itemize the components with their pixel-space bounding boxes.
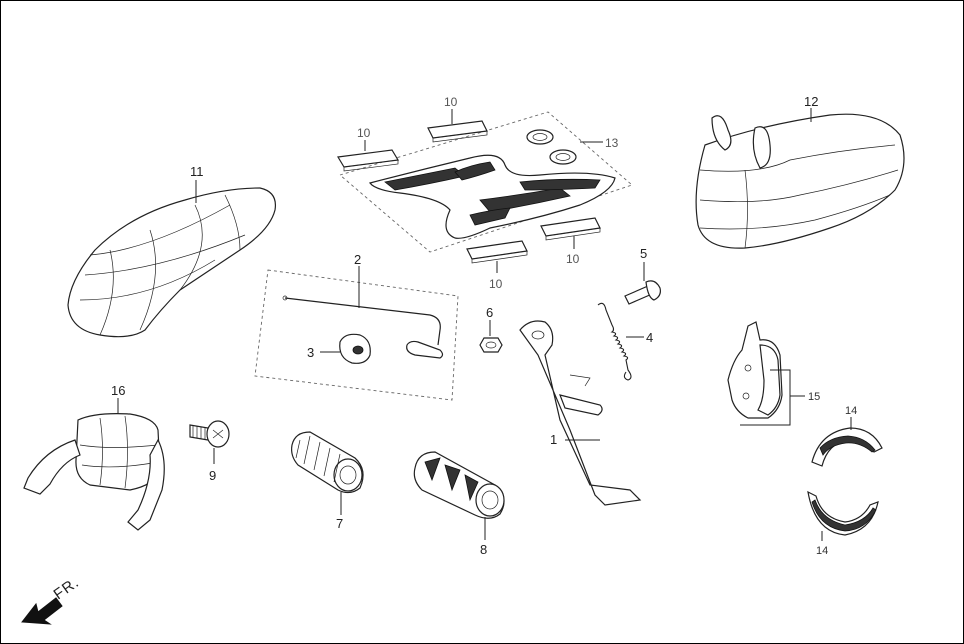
label-13: 13 (605, 136, 619, 150)
cam-part-3 (339, 333, 371, 364)
label-6: 6 (486, 305, 493, 320)
label-11: 11 (190, 164, 204, 179)
grommet-13a (526, 129, 554, 145)
group-13-outline (339, 111, 633, 253)
label-8: 8 (480, 542, 487, 557)
grip-part-8 (413, 451, 505, 519)
label-10a: 10 (357, 126, 371, 140)
brake-shoe-part-14b (807, 490, 879, 536)
rear-carrier-part-16 (23, 413, 165, 531)
pad-10c (466, 240, 528, 264)
pad-10b (427, 120, 488, 143)
label-16: 16 (111, 383, 125, 398)
label-10c: 10 (489, 277, 503, 291)
label-9: 9 (209, 468, 216, 483)
floor-mat-part-13 (369, 154, 616, 239)
front-direction-arrow (21, 597, 63, 625)
label-10b: 10 (444, 95, 458, 109)
label-2: 2 (354, 252, 361, 267)
pad-10d (540, 217, 601, 241)
label-5: 5 (640, 246, 647, 261)
nut-part-6 (479, 337, 503, 353)
label-1: 1 (550, 432, 557, 447)
brake-pad-part-15 (727, 321, 783, 419)
bracket-15 (740, 369, 791, 426)
label-12: 12 (804, 94, 818, 109)
group-2-outline (254, 269, 459, 401)
label-7: 7 (336, 516, 343, 531)
grommet-13b (549, 149, 577, 165)
label-15: 15 (808, 391, 820, 403)
label-14b: 14 (816, 545, 828, 557)
spring-part-4 (597, 302, 632, 381)
seat-cover-part-12 (695, 113, 905, 249)
label-3: 3 (307, 345, 314, 360)
seat-part-11 (67, 187, 277, 338)
label-4: 4 (646, 330, 653, 345)
pad-10a (337, 149, 399, 172)
bolt-part-9 (189, 420, 230, 448)
brake-shoe-part-14a (811, 427, 883, 467)
label-10d: 10 (566, 252, 580, 266)
grip-part-7 (291, 431, 364, 494)
cable-part-2 (282, 295, 444, 359)
bolt-part-5 (624, 280, 661, 305)
label-14a: 14 (845, 405, 857, 417)
side-stand-part-1 (519, 320, 642, 506)
